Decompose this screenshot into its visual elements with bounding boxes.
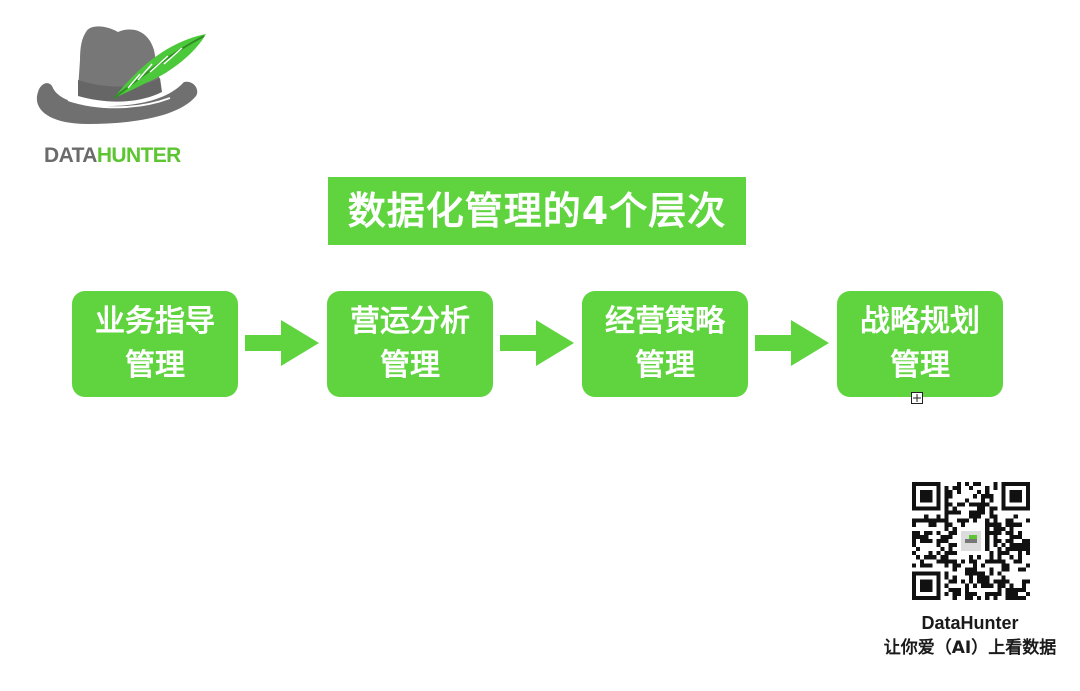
- logo-wordmark: DATAHUNTER: [44, 144, 181, 168]
- step-label-line2: 管理: [635, 348, 695, 383]
- datahunter-logo: DATAHUNTER: [28, 20, 218, 170]
- step-label-line1: 业务指导: [95, 304, 215, 339]
- step-business-strategy: 经营策略 管理: [582, 291, 748, 397]
- page-title: 数据化管理的4个层次: [328, 177, 746, 245]
- qr-caption: DataHunter 让你爱（AI）上看数据: [850, 611, 1080, 661]
- step-strategic-planning: 战略规划 管理: [837, 291, 1003, 397]
- step-operations-analysis: 营运分析 管理: [327, 291, 493, 397]
- footer-brand: DataHunter: [921, 613, 1019, 633]
- step-label-line1: 经营策略: [605, 304, 725, 339]
- logo-text-data: DATA: [44, 144, 97, 167]
- hat-feather-icon: [36, 26, 206, 124]
- expand-marker-icon[interactable]: [911, 392, 923, 404]
- qr-code: [912, 482, 1030, 600]
- flow-arrow-icon: [245, 320, 319, 366]
- flow-arrow-icon: [755, 320, 829, 366]
- step-label-line2: 管理: [890, 348, 950, 383]
- step-label-line1: 营运分析: [350, 304, 470, 339]
- logo-text-hunter: HUNTER: [96, 144, 182, 167]
- flow-arrow-icon: [500, 320, 574, 366]
- step-business-guidance: 业务指导 管理: [72, 291, 238, 397]
- step-label-line2: 管理: [380, 348, 440, 383]
- footer-slogan: 让你爱（AI）上看数据: [883, 638, 1057, 658]
- step-label-line1: 战略规划: [860, 304, 980, 339]
- step-label-line2: 管理: [125, 348, 185, 383]
